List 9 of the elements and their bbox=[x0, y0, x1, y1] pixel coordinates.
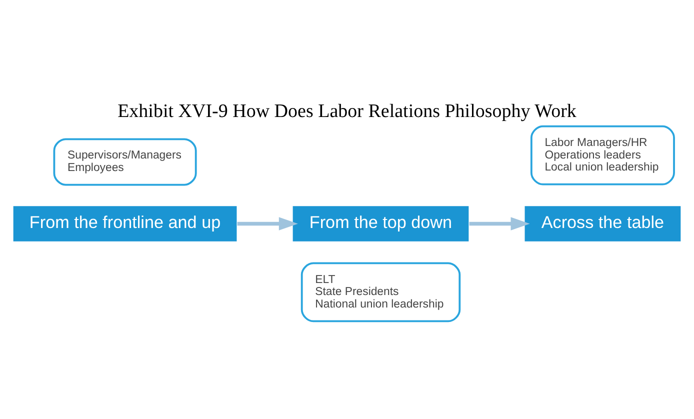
node-box: ELT State Presidents National union leadership bbox=[300, 262, 461, 322]
arrow bbox=[469, 217, 530, 230]
node-box: From the frontline and up bbox=[12, 205, 238, 242]
arrow bbox=[237, 217, 298, 230]
node-box: Labor Managers/HR Operations leaders Local union leadership bbox=[530, 125, 675, 186]
node-box: From the top down bbox=[292, 205, 470, 242]
node-box: Supervisors/Managers Employees bbox=[53, 138, 197, 186]
diagram-title: Exhibit XVI-9 How Does Labor Relations Philosophy Work bbox=[118, 100, 576, 122]
node-box: Across the table bbox=[524, 205, 682, 242]
